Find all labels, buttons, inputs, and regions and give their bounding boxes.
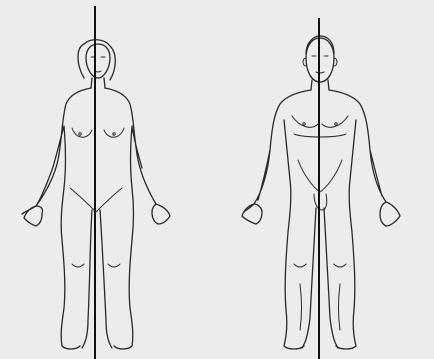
female-neck: [91, 78, 105, 88]
female-right-hand: [152, 204, 170, 224]
female-left-hand: [24, 206, 43, 226]
female-left-side: [22, 88, 91, 349]
female-right-side: [105, 88, 156, 349]
male-nipple-right: [335, 123, 337, 125]
female-head: [86, 44, 110, 78]
male-left-side: [244, 90, 311, 349]
female-nipple-right: [113, 133, 115, 135]
male-left-hand: [242, 204, 262, 224]
female-nipple-left: [79, 133, 81, 135]
male-figure: [242, 36, 400, 349]
male-nipple-left: [303, 123, 305, 125]
female-inner-legs: [82, 210, 112, 348]
male-right-hand: [380, 202, 400, 226]
male-right-side: [329, 90, 386, 349]
